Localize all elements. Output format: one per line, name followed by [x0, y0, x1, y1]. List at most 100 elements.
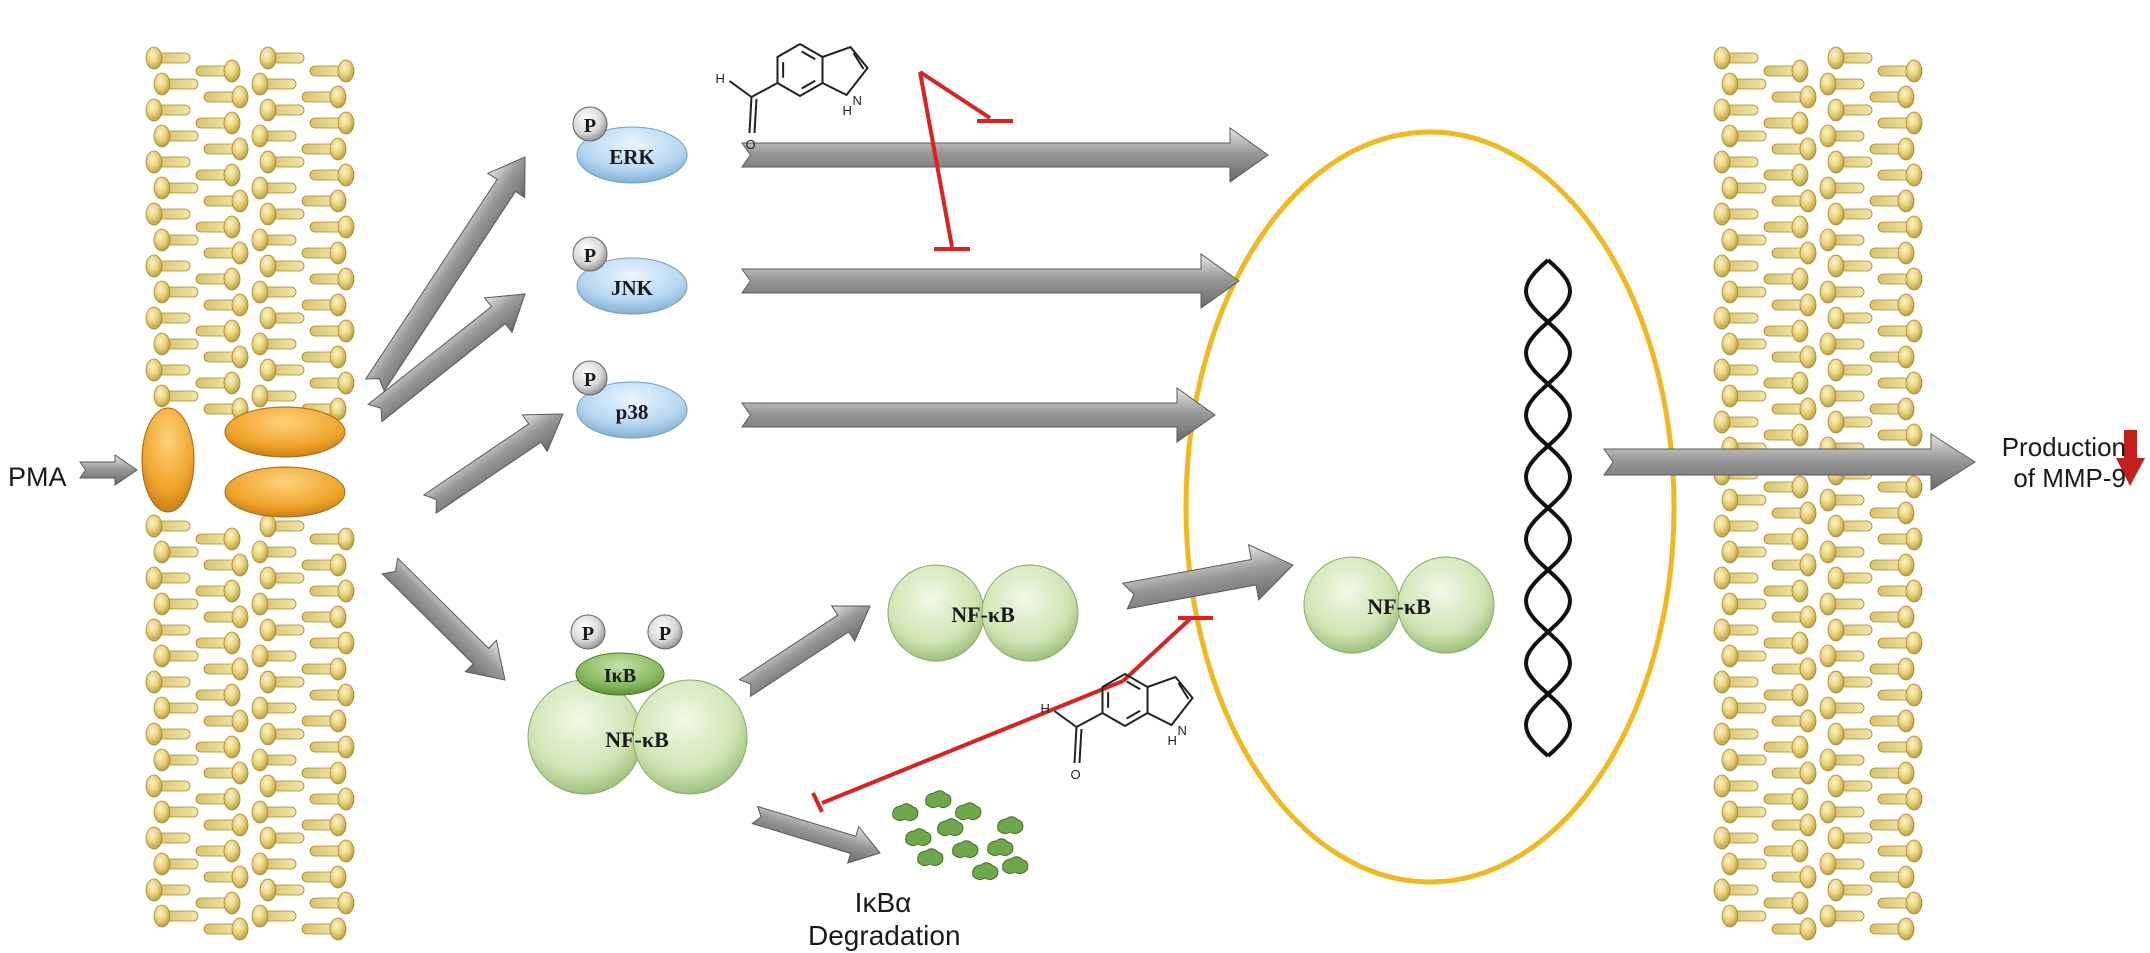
- lipid-molecule: [1819, 72, 1865, 96]
- lipid-molecule: [203, 761, 249, 785]
- lipid-molecule: [251, 124, 297, 148]
- lipid-molecule: [1827, 722, 1873, 746]
- lipid-molecule: [1713, 878, 1759, 902]
- lipid-molecule: [1721, 72, 1767, 96]
- lipid-molecule: [251, 644, 297, 668]
- lipid-molecule: [301, 865, 347, 889]
- lipid-molecule: [153, 644, 199, 668]
- lipid-molecule: [301, 137, 347, 161]
- lipid-molecule: [195, 163, 241, 187]
- lipid-molecule: [309, 267, 355, 291]
- lipid-molecule: [1771, 865, 1817, 889]
- lipid-molecule: [1721, 332, 1767, 356]
- lipid-molecule: [1877, 735, 1923, 759]
- lipid-molecule: [1763, 319, 1809, 343]
- nuclear-nfkb: NF-κB: [1303, 556, 1495, 654]
- arrow-complex-to-free-nfkb: [738, 605, 871, 698]
- phospho-p38-label: P: [584, 369, 596, 391]
- lipid-molecule: [195, 371, 241, 395]
- lipid-molecule: [153, 228, 199, 252]
- lipid-molecule: [1771, 709, 1817, 733]
- lipid-molecule: [145, 618, 191, 642]
- lipid-molecule: [1721, 488, 1767, 512]
- ikb-fragment: [997, 816, 1024, 835]
- lipid-molecule: [1771, 761, 1817, 785]
- atom-n-label: N: [1178, 723, 1187, 738]
- lipid-molecule: [1771, 917, 1817, 941]
- lipid-molecule: [1869, 761, 1915, 785]
- lipid-molecule: [1877, 319, 1923, 343]
- lipid-molecule: [309, 163, 355, 187]
- lipid-molecule: [1827, 98, 1873, 122]
- lipid-molecule: [1713, 358, 1759, 382]
- output-line-1: Production: [2001, 432, 2126, 462]
- lipid-molecule: [301, 553, 347, 577]
- lipid-molecule: [153, 592, 199, 616]
- lipid-molecule: [1827, 358, 1873, 382]
- lipid-molecule: [309, 891, 355, 915]
- lipid-molecule: [195, 839, 241, 863]
- lipid-molecule: [1721, 176, 1767, 200]
- atom-o-label: O: [745, 137, 755, 152]
- lipid-molecule: [145, 566, 191, 590]
- degradation-line-2: Degradation: [808, 920, 961, 951]
- lipid-molecule: [259, 202, 305, 226]
- lipid-molecule: [1869, 241, 1915, 265]
- ikb-fragment: [987, 838, 1014, 857]
- lipid-molecule: [1877, 371, 1923, 395]
- nuclear-nfkb-label: NF-κB: [1367, 594, 1431, 619]
- lipid-molecule: [251, 228, 297, 252]
- ikb-fragment: [925, 790, 952, 809]
- lipid-molecule: [1721, 592, 1767, 616]
- lipid-molecule: [203, 189, 249, 213]
- lipid-molecule: [1763, 631, 1809, 655]
- lipid-molecule: [259, 774, 305, 798]
- kinase-p38: p38 P: [572, 360, 688, 439]
- lipid-molecule: [1877, 59, 1923, 83]
- atom-h-label: H: [715, 71, 724, 86]
- lipid-molecule: [195, 579, 241, 603]
- atom-nh-label: H: [843, 103, 852, 118]
- lipid-molecule: [145, 878, 191, 902]
- lipid-molecule: [1869, 657, 1915, 681]
- lipid-molecule: [153, 904, 199, 928]
- lipid-molecule: [1827, 202, 1873, 226]
- lipid-molecule: [309, 371, 355, 395]
- lipid-molecule: [1877, 423, 1923, 447]
- arrow-nfkb-into-nucleus: [1121, 543, 1294, 610]
- lipid-molecule: [1763, 163, 1809, 187]
- lipid-molecule: [251, 176, 297, 200]
- lipid-molecule: [1869, 137, 1915, 161]
- lipid-molecule: [1877, 683, 1923, 707]
- lipid-molecule: [259, 722, 305, 746]
- lipid-molecule: [1713, 410, 1759, 434]
- lipid-molecule: [145, 774, 191, 798]
- lipid-molecule: [309, 579, 355, 603]
- lipid-molecule: [203, 345, 249, 369]
- lipid-molecule: [1877, 527, 1923, 551]
- lipid-molecule: [1877, 267, 1923, 291]
- lipid-molecule: [309, 787, 355, 811]
- dna-helix-icon: [1523, 258, 1573, 758]
- atom-h-label: H: [1040, 701, 1049, 716]
- lipid-molecule: [195, 631, 241, 655]
- lipid-molecule: [1827, 566, 1873, 590]
- lipid-molecule: [251, 904, 297, 928]
- lipid-molecule: [1869, 917, 1915, 941]
- lipid-molecule: [309, 215, 355, 239]
- lipid-molecule: [1721, 696, 1767, 720]
- lipid-molecule: [1819, 644, 1865, 668]
- lipid-molecule: [145, 826, 191, 850]
- lipid-molecule: [1721, 904, 1767, 928]
- lipid-molecule: [1713, 46, 1759, 70]
- lipid-molecule: [145, 358, 191, 382]
- lipid-molecule: [309, 839, 355, 863]
- lipid-molecule: [301, 241, 347, 265]
- arrow-receptor-to-erk: [364, 156, 526, 393]
- lipid-molecule: [1819, 540, 1865, 564]
- lipid-molecule: [1869, 85, 1915, 109]
- lipid-molecule: [153, 332, 199, 356]
- lipid-molecule: [1721, 384, 1767, 408]
- lipid-molecule: [195, 891, 241, 915]
